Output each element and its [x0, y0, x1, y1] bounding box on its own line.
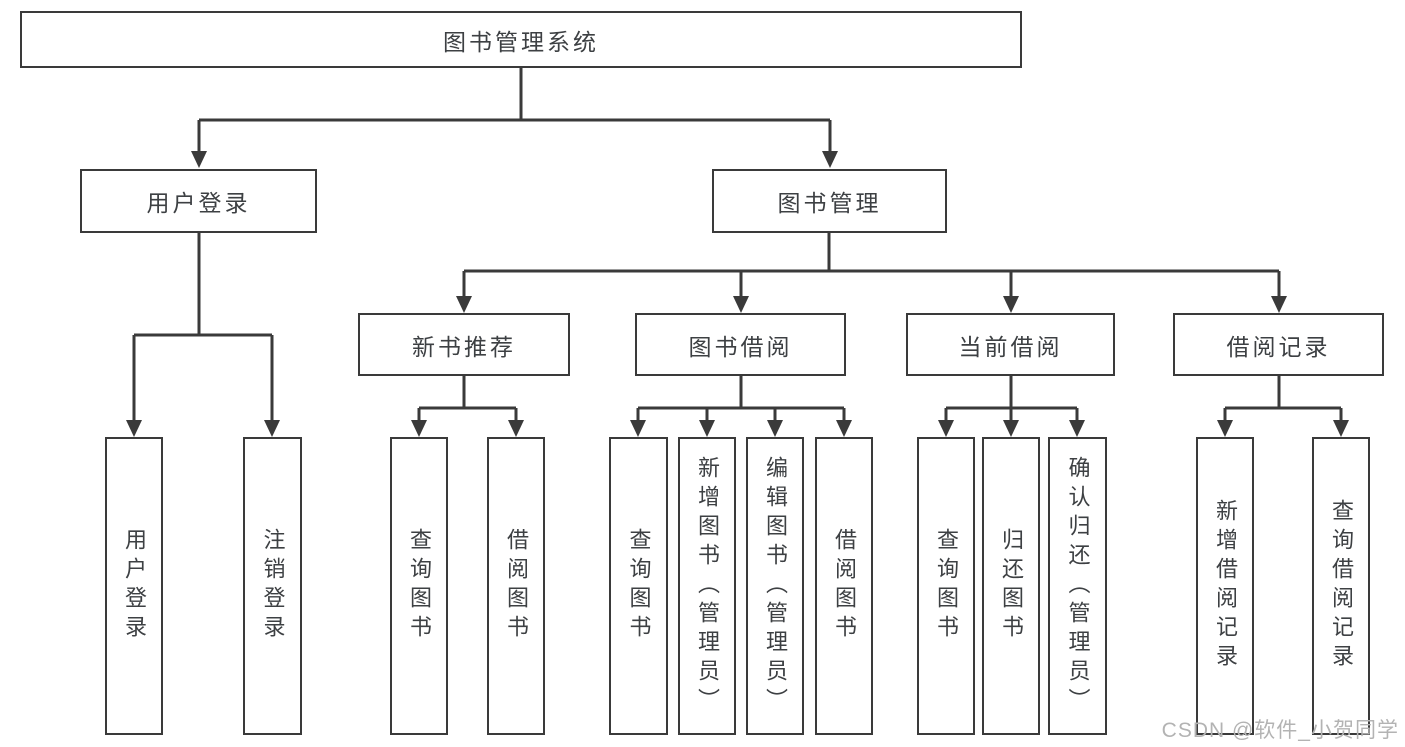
node-book-borrow: 图书借阅	[635, 313, 846, 376]
node-library-system: 图书管理系统	[20, 11, 1022, 68]
leaf-query-books-c: 查询图书	[917, 437, 975, 735]
leaf-confirm-return-admin: 确认归还（管理员）	[1048, 437, 1107, 735]
leaf-query-books-a: 查询图书	[390, 437, 448, 735]
leaf-edit-books-admin: 编辑图书（管理员）	[746, 437, 804, 735]
leaf-borrow-books-b: 借阅图书	[815, 437, 873, 735]
node-borrow-records: 借阅记录	[1173, 313, 1384, 376]
leaf-user-login: 用户登录	[105, 437, 163, 735]
leaf-add-borrow-record: 新增借阅记录	[1196, 437, 1254, 735]
leaf-add-books-admin: 新增图书（管理员）	[678, 437, 736, 735]
node-new-book-recommend: 新书推荐	[358, 313, 570, 376]
leaf-borrow-books-a: 借阅图书	[487, 437, 545, 735]
leaf-return-books: 归还图书	[982, 437, 1040, 735]
leaf-logout-login: 注销登录	[243, 437, 302, 735]
leaf-query-borrow-record: 查询借阅记录	[1312, 437, 1370, 735]
node-current-borrow: 当前借阅	[906, 313, 1115, 376]
node-book-management: 图书管理	[712, 169, 947, 233]
leaf-query-books-b: 查询图书	[609, 437, 668, 735]
node-user-login: 用户登录	[80, 169, 317, 233]
watermark-text: CSDN @软件_小贺同学	[1161, 719, 1399, 742]
